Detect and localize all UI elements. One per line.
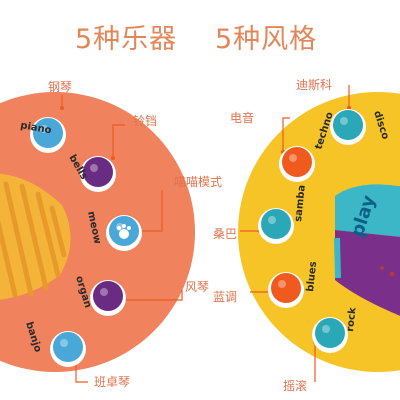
- left-callout-line: [140, 190, 163, 232]
- left-callout-line: [75, 360, 88, 383]
- button-highlight: [40, 125, 48, 133]
- right-callout-label: 桑巴: [213, 227, 237, 241]
- right-callout-label: 蓝调: [213, 290, 237, 304]
- left-callout-label: 钢琴: [48, 80, 72, 94]
- right-button-rock[interactable]: rock 摇滚: [283, 307, 359, 393]
- left-callout-label: 班卓琴: [94, 375, 130, 389]
- left-callout-line: [112, 124, 125, 158]
- right-button-cap[interactable]: [282, 147, 312, 177]
- speaker-grill: [0, 173, 71, 300]
- button-highlight: [268, 216, 276, 224]
- left-callout-label: 喵喵模式: [174, 175, 222, 189]
- left-callout-dot: [60, 106, 64, 110]
- right-button-samba[interactable]: samba 桑巴: [213, 184, 308, 244]
- right-button-label: rock: [345, 307, 359, 333]
- left-callout-line: [124, 290, 183, 301]
- right-button-blues[interactable]: blues 蓝调: [213, 261, 319, 308]
- right-callout-label: 摇滚: [283, 378, 307, 393]
- button-highlight: [278, 280, 286, 288]
- paw-icon: [117, 224, 131, 239]
- left-button-cap[interactable]: [93, 281, 123, 311]
- left-button-cap[interactable]: [83, 157, 113, 187]
- right-button-cap[interactable]: [271, 273, 301, 303]
- button-highlight: [289, 154, 297, 162]
- left-callout-label: 风琴: [185, 280, 209, 294]
- right-callout-line: [282, 117, 290, 152]
- button-highlight: [322, 325, 330, 333]
- left-button-label: piano: [19, 120, 52, 136]
- button-highlight: [340, 117, 348, 125]
- left-callout-dot: [111, 156, 115, 160]
- button-highlight: [60, 339, 68, 347]
- right-callout-label: 迪斯科: [296, 78, 332, 92]
- left-toy-body: [0, 92, 195, 372]
- play-disk: [334, 184, 400, 316]
- right-button-cap[interactable]: [333, 110, 363, 140]
- right-button-label: samba: [293, 184, 308, 222]
- title-styles: 5种风格: [215, 24, 317, 55]
- button-highlight: [100, 288, 108, 296]
- title-instruments: 5种乐器: [75, 24, 177, 55]
- left-toy: [0, 92, 195, 372]
- left-callout-label: 铃铛: [133, 113, 157, 128]
- button-highlight: [90, 164, 98, 172]
- left-button-cap[interactable]: [33, 118, 63, 148]
- right-button-label: blues: [305, 261, 319, 292]
- left-button-piano[interactable]: piano 钢琴: [19, 80, 72, 153]
- left-button-cap[interactable]: [53, 332, 83, 362]
- right-button-cap[interactable]: [315, 318, 345, 348]
- right-button-cap[interactable]: [261, 209, 291, 239]
- right-callout-label: 电音: [230, 110, 254, 125]
